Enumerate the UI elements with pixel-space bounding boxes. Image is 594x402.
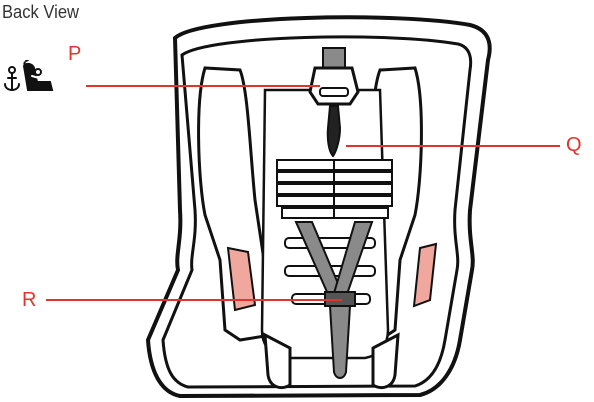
left-frame-rail [197,66,272,342]
center-adjuster-strap [328,305,352,379]
callout-label-p: P [68,43,82,65]
right-foot [371,332,400,389]
callout-label-q: Q [566,134,582,156]
tether-buckle-slot [319,87,349,97]
tether-hook [326,105,342,158]
left-side-panel [226,246,257,312]
view-title: Back View [2,2,80,22]
right-side-panel [412,242,438,308]
central-back-panel [260,88,390,360]
left-foot [263,332,292,389]
isofix-anchor-seat-icon [4,60,54,91]
callout-label-r: R [22,289,37,311]
